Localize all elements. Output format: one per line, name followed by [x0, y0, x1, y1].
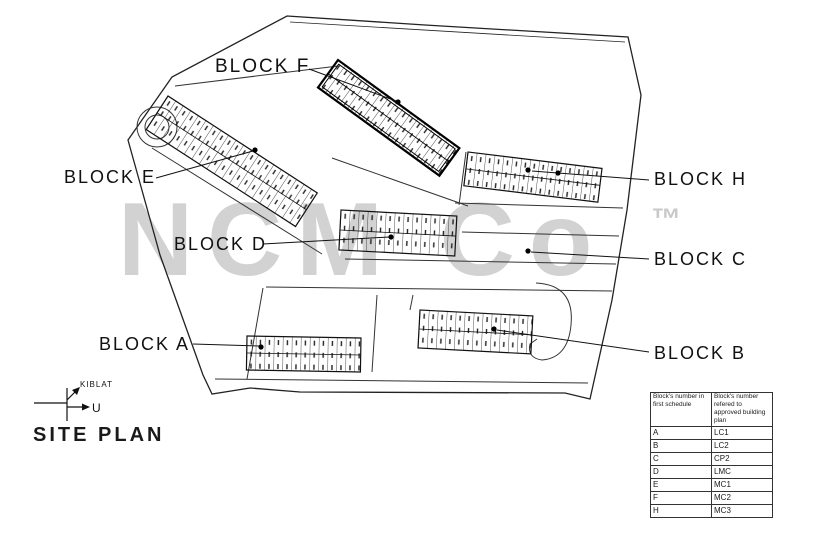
legend-header-approved-plan: Block's number refered to approved build… [711, 392, 773, 427]
table-row: A LC1 [650, 425, 773, 440]
table-row: D LMC [650, 464, 773, 479]
road-lines [151, 65, 624, 384]
table-row: C CP2 [650, 451, 773, 466]
block-h-building [463, 151, 603, 203]
block-h-label: BLOCK H [654, 169, 747, 189]
table-row: B LC2 [650, 438, 773, 453]
table-row: F MC2 [650, 490, 773, 505]
leader-dots [252, 99, 561, 350]
page-title: SITE PLAN [33, 424, 165, 446]
north-label: U [92, 401, 101, 415]
block-c-label: BLOCK C [654, 249, 747, 269]
site-boundary [127, 15, 642, 400]
boundary-inner-line [289, 21, 626, 43]
kiblat-arrowhead [72, 387, 80, 395]
table-row: H MC3 [650, 503, 773, 518]
block-d-building [338, 209, 458, 257]
legend-table: Block's number in first schedule Block's… [650, 392, 773, 518]
block-b-label: BLOCK B [654, 343, 746, 363]
block-b-building [417, 309, 534, 355]
trademark-symbol: ™ [651, 203, 681, 236]
block-d-label: BLOCK D [174, 234, 267, 254]
table-row: E MC1 [650, 477, 773, 492]
block-f-building [316, 58, 461, 178]
block-a-building [245, 335, 362, 373]
north-arrowhead [82, 403, 90, 411]
block-e-label: BLOCK E [64, 167, 156, 187]
legend-header-first-schedule: Block's number in first schedule [650, 392, 712, 427]
compass [34, 388, 86, 421]
leader-lines [155, 68, 650, 353]
block-e-building [145, 95, 319, 228]
kiblat-label: KIBLAT [80, 380, 113, 389]
block-f-label: BLOCK F [215, 56, 310, 77]
block-a-label: BLOCK A [99, 334, 190, 354]
legend-header-row: Block's number in first schedule Block's… [650, 392, 773, 427]
